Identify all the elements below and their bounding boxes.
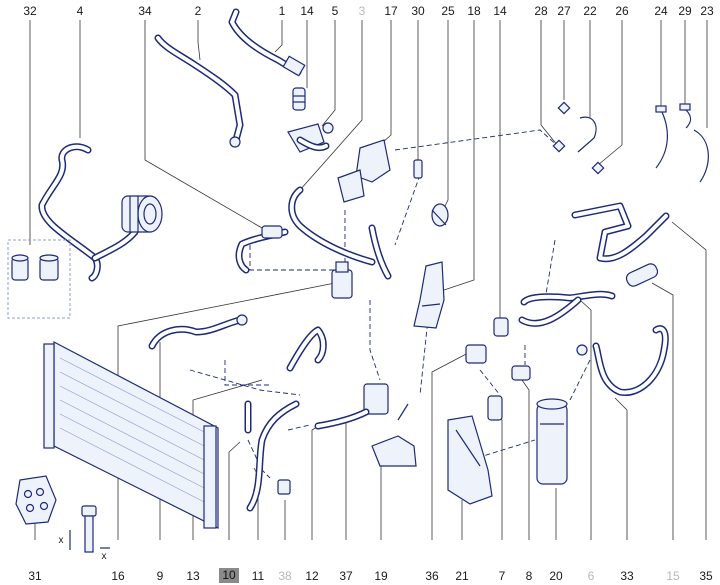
callout-21: 21: [455, 569, 469, 583]
callout-11: 11: [251, 569, 265, 583]
callout-14-top-right: 14: [493, 4, 507, 18]
callout-22: 22: [583, 4, 597, 18]
callout-24: 24: [654, 4, 668, 18]
part-11-pipe: [244, 400, 300, 512]
callout-15: 15: [666, 569, 680, 583]
part-18-bracket: [413, 261, 445, 329]
part-20-receiver: [536, 398, 568, 485]
part-32-caps: [7, 239, 71, 319]
callout-12: 12: [305, 569, 319, 583]
leader-lines: [29, 20, 708, 318]
part-31-grommet: [15, 475, 57, 525]
part-21-bracket: [447, 344, 531, 505]
callout-10-highlighted: 10: [219, 568, 239, 583]
callout-13: 13: [186, 569, 200, 583]
parts-22-28-seals: [552, 101, 605, 175]
callout-9: 9: [156, 569, 164, 583]
callout-26: 26: [615, 4, 629, 18]
callout-20: 20: [549, 569, 563, 583]
compressor: [121, 195, 163, 233]
callout-5: 5: [331, 4, 339, 18]
part-15-drier: [625, 263, 659, 287]
part-4-compressor-hose: [38, 143, 139, 282]
callout-23: 23: [700, 4, 714, 18]
bolt-dimensions: [69, 505, 110, 553]
callout-4: 4: [76, 4, 84, 18]
callout-6: 6: [587, 569, 595, 583]
callout-29: 29: [678, 4, 692, 18]
part-16-valve: [331, 224, 392, 299]
callout-30: 30: [411, 4, 425, 18]
callout-19: 19: [374, 569, 388, 583]
part-17-bracket: [337, 139, 423, 203]
callout-1: 1: [278, 4, 286, 18]
callout-37: 37: [339, 569, 353, 583]
part-2-pipe: [154, 34, 244, 148]
part-14-fitting: [292, 87, 306, 111]
part-35-pipe: [571, 202, 670, 263]
callout-33: 33: [620, 569, 634, 583]
callout-36: 36: [425, 569, 439, 583]
part-33-hose: [576, 325, 669, 396]
callout-35: 35: [699, 569, 713, 583]
callout-25: 25: [441, 4, 455, 18]
part-9-hose: [148, 314, 327, 372]
part-37-valve: [314, 383, 417, 467]
callout-2: 2: [194, 4, 202, 18]
callout-34: 34: [138, 4, 152, 18]
callout-3: 3: [358, 4, 366, 18]
callout-38: 38: [278, 569, 292, 583]
condenser: [43, 341, 219, 529]
callout-27: 27: [557, 4, 571, 18]
part-5-bracket: [287, 122, 334, 153]
callout-7: 7: [498, 569, 506, 583]
callout-32: 32: [23, 4, 37, 18]
dimension-x-vertical: x: [58, 535, 64, 546]
callout-31: 31: [28, 569, 42, 583]
dimension-x-horizontal: x: [101, 551, 107, 562]
callout-16: 16: [111, 569, 125, 583]
parts-23-24-29: [655, 103, 709, 183]
callout-28: 28: [534, 4, 548, 18]
callout-8: 8: [525, 569, 533, 583]
callout-14-top-left: 14: [300, 4, 314, 18]
callout-17: 17: [384, 4, 398, 18]
part-8-hose: [493, 290, 616, 337]
callout-18: 18: [467, 4, 481, 18]
part-1-hose: [228, 8, 306, 77]
part-25-sensor: [431, 203, 449, 227]
part-34-pipe: [235, 186, 376, 274]
